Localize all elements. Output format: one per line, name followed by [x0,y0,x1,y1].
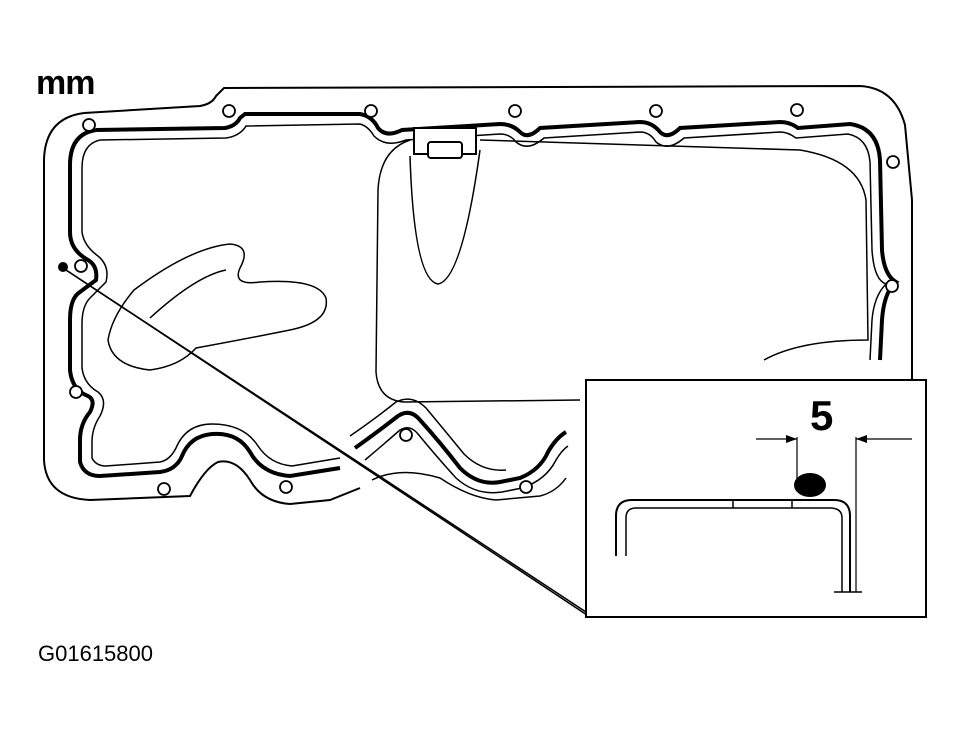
pan-inner-contour [107,243,328,371]
bolt-hole [508,104,522,118]
sealant-bead-path-inner [99,123,888,361]
sump-outline [375,139,581,403]
bolt-hole [364,104,378,118]
detail-inset-box [585,379,927,618]
figure-id: G01615800 [38,641,153,666]
dimension-arrow [786,435,797,443]
bolt-hole [886,155,900,169]
drain-plug [427,141,463,159]
bolt-hole [69,385,83,399]
sealant-bead-section [794,473,826,497]
bolt-hole [157,482,171,496]
pan-flange-left [43,112,361,506]
pan-flange-outline [83,84,913,380]
unit-label: mm [36,64,95,102]
bolt-hole [279,480,293,494]
bolt-hole [222,104,236,118]
bolt-hole [74,259,88,273]
leader-line [65,269,587,613]
sealant-start-dot [58,262,68,272]
sealant-bead-path [95,112,900,361]
drain-plug-drip [409,149,481,285]
bolt-holes [69,103,900,496]
sealant-bead-lower-inner [364,427,569,494]
sump-right-edge [479,139,869,361]
bolt-hole [82,118,96,132]
sealant-bead-left [68,128,341,479]
leader-line [80,286,587,380]
bolt-hole [790,103,804,117]
bolt-hole [519,480,533,494]
pan-inner-contour-2 [149,269,227,319]
sealant-bead-lower [353,410,568,485]
bolt-hole [649,104,663,118]
bolt-hole [399,428,413,442]
sealant-bead-left-inner [81,139,341,467]
bolt-hole [885,279,899,293]
dimension-arrow [856,435,867,443]
pan-outline-lower [349,398,567,501]
bead-dimension-value: 5 [810,392,834,439]
